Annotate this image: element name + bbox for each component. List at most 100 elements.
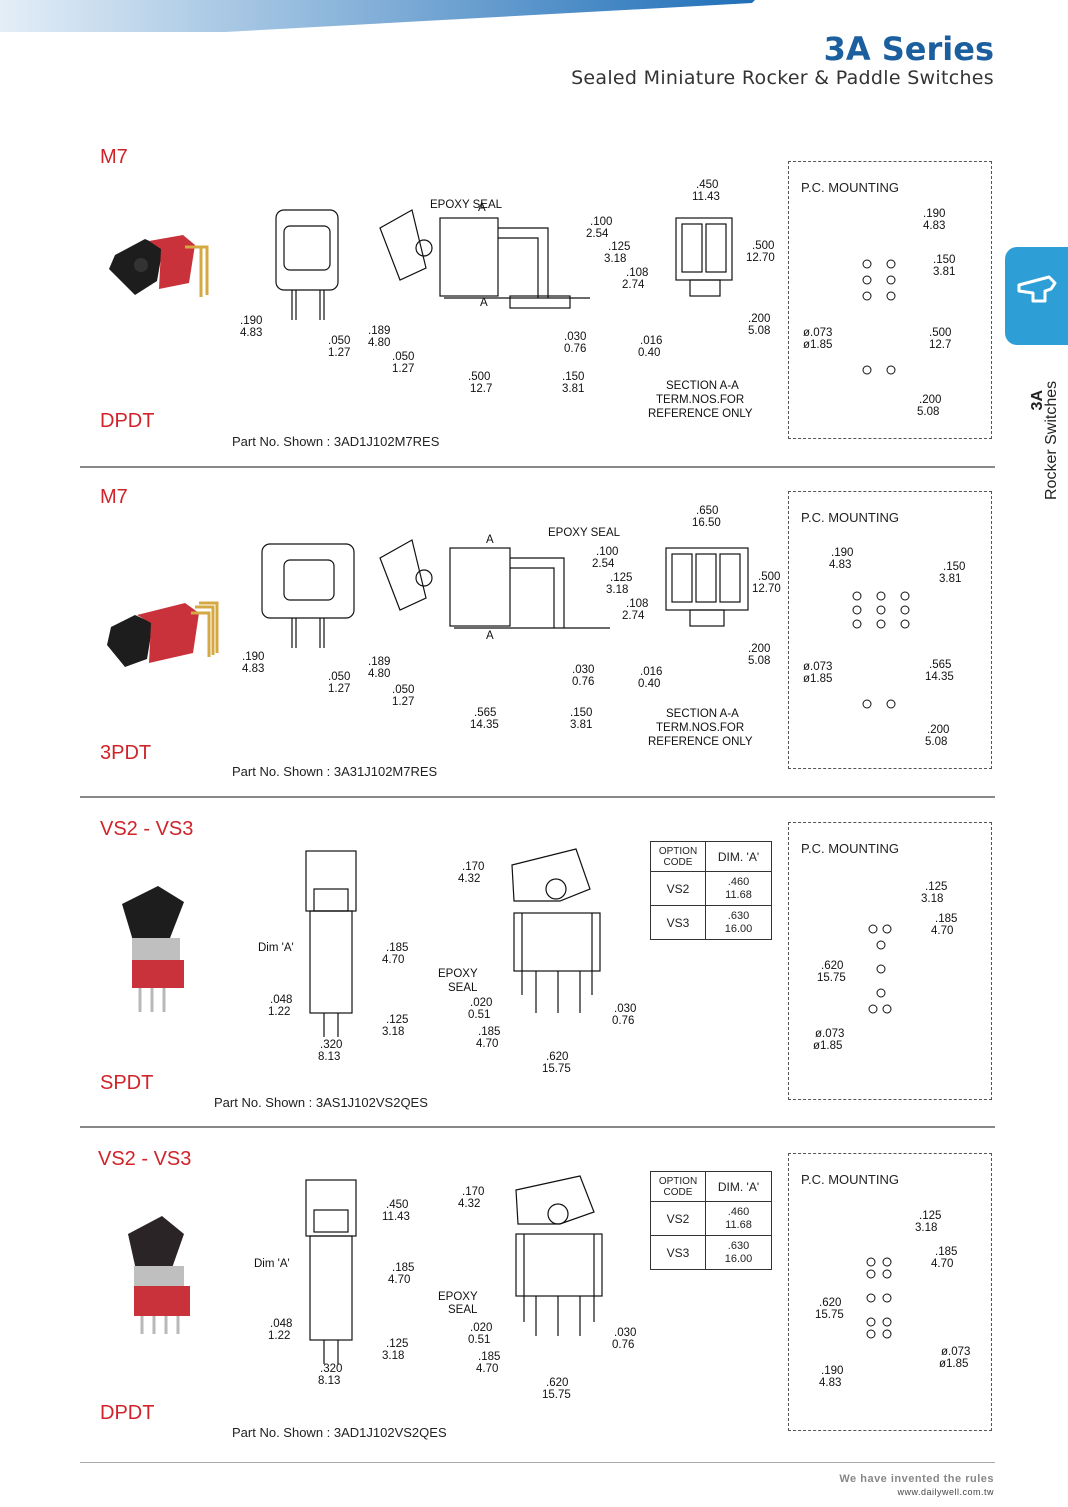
svg-text:ø1.85: ø1.85 bbox=[813, 1040, 842, 1052]
svg-text:.125: .125 bbox=[608, 241, 630, 253]
side-tab[interactable] bbox=[1005, 247, 1068, 345]
dim-epoxy-seal: EPOXY SEAL bbox=[430, 199, 503, 211]
svg-text:.100: .100 bbox=[596, 546, 618, 558]
svg-text:4.70: 4.70 bbox=[388, 1274, 410, 1286]
section2-actuator: M7 bbox=[100, 486, 128, 508]
svg-text:.185: .185 bbox=[935, 913, 957, 925]
svg-text:4.83: 4.83 bbox=[242, 663, 264, 675]
svg-text:3.18: 3.18 bbox=[382, 1350, 404, 1362]
svg-text:REFERENCE ONLY: REFERENCE ONLY bbox=[648, 408, 753, 420]
page-subtitle: Sealed Miniature Rocker & Paddle Switche… bbox=[571, 67, 994, 89]
svg-text:.020: .020 bbox=[470, 1322, 492, 1334]
svg-text:.185: .185 bbox=[478, 1351, 500, 1363]
svg-text:.620: .620 bbox=[546, 1377, 568, 1389]
svg-text:.048: .048 bbox=[270, 994, 292, 1006]
svg-text:4.70: 4.70 bbox=[382, 954, 404, 966]
svg-text:15.75: 15.75 bbox=[542, 1063, 571, 1075]
svg-text:.150: .150 bbox=[943, 561, 965, 573]
svg-text:4.80: 4.80 bbox=[368, 337, 390, 349]
svg-text:.450: .450 bbox=[696, 179, 718, 191]
svg-text:.190: .190 bbox=[923, 208, 945, 220]
svg-text:2.74: 2.74 bbox=[622, 610, 645, 622]
svg-text:3.18: 3.18 bbox=[915, 1222, 937, 1234]
svg-text:.150: .150 bbox=[933, 254, 955, 266]
section3-drawing: Dim 'A' .185 4.70 .048 1.22 .125 3.18 .3… bbox=[258, 848, 636, 1075]
svg-text:.565: .565 bbox=[474, 707, 496, 719]
svg-text:2.54: 2.54 bbox=[586, 228, 609, 240]
svg-text:4.80: 4.80 bbox=[368, 668, 390, 680]
svg-text:16.50: 16.50 bbox=[692, 517, 721, 529]
svg-text:SECTION A-A: SECTION A-A bbox=[666, 708, 739, 720]
section2-part-no: Part No. Shown : 3A31J102M7RES bbox=[232, 764, 438, 779]
svg-text:.020: .020 bbox=[470, 997, 492, 1009]
svg-text:.050: .050 bbox=[392, 351, 414, 363]
svg-text:EPOXY SEAL: EPOXY SEAL bbox=[548, 527, 621, 539]
side-label: 3A Rocker Switches bbox=[1029, 381, 1060, 500]
section1-product-photo bbox=[109, 235, 209, 297]
svg-text:.320: .320 bbox=[320, 1039, 342, 1051]
svg-text:.500: .500 bbox=[752, 240, 774, 252]
svg-text:1.27: 1.27 bbox=[328, 683, 350, 695]
svg-text:.125: .125 bbox=[919, 1210, 941, 1222]
section1-drawing: EPOXY SEAL A A .190 4.83 .050 1.27 .189 … bbox=[240, 179, 775, 420]
svg-text:.200: .200 bbox=[748, 643, 770, 655]
svg-text:.030: .030 bbox=[614, 1327, 636, 1339]
svg-text:TERM.NOS.FOR: TERM.NOS.FOR bbox=[656, 722, 744, 734]
svg-text:15.75: 15.75 bbox=[817, 972, 846, 984]
svg-text:0.40: 0.40 bbox=[638, 347, 660, 359]
svg-text:SEAL: SEAL bbox=[448, 982, 478, 994]
footer-slogan: We have invented the rules bbox=[839, 1473, 994, 1485]
svg-text:.125: .125 bbox=[610, 572, 632, 584]
section4-pc-mounting: P.C. MOUNTING .125 3.18 .185 4.70 .620 1… bbox=[788, 1153, 992, 1431]
svg-text:1.27: 1.27 bbox=[392, 696, 414, 708]
svg-text:.050: .050 bbox=[328, 671, 350, 683]
section2-pole: 3PDT bbox=[100, 742, 152, 764]
svg-text:.100: .100 bbox=[590, 216, 612, 228]
svg-text:14.35: 14.35 bbox=[925, 671, 954, 683]
svg-text:.565: .565 bbox=[929, 659, 951, 671]
footer-url[interactable]: www.dailywell.com.tw bbox=[897, 1487, 994, 1497]
svg-text:8.13: 8.13 bbox=[318, 1375, 340, 1387]
svg-text:0.76: 0.76 bbox=[564, 343, 586, 355]
section4-actuator: VS2 - VS3 bbox=[98, 1148, 192, 1170]
section2-product-photo bbox=[107, 601, 219, 667]
svg-text:12.70: 12.70 bbox=[752, 583, 781, 595]
section2-drawing: EPOXY SEAL A A .190 4.83 .050 1.27 .189 … bbox=[242, 505, 781, 748]
svg-text:3.81: 3.81 bbox=[939, 573, 961, 585]
svg-text:.200: .200 bbox=[748, 313, 770, 325]
section3-pc-mounting: P.C. MOUNTING .125 3.18 .185 4.70 .620 1… bbox=[788, 822, 992, 1100]
svg-text:5.08: 5.08 bbox=[748, 325, 770, 337]
svg-text:3.18: 3.18 bbox=[382, 1026, 404, 1038]
svg-text:.108: .108 bbox=[626, 598, 648, 610]
svg-text:.189: .189 bbox=[368, 656, 390, 668]
svg-text:5.08: 5.08 bbox=[917, 406, 939, 418]
svg-text:A: A bbox=[486, 630, 494, 642]
section3-part-no: Part No. Shown : 3AS1J102VS2QES bbox=[214, 1095, 428, 1110]
divider bbox=[80, 796, 995, 798]
svg-text:.620: .620 bbox=[819, 1297, 841, 1309]
svg-text:12.70: 12.70 bbox=[746, 252, 775, 264]
svg-text:1.27: 1.27 bbox=[392, 363, 414, 375]
svg-text:.016: .016 bbox=[640, 335, 662, 347]
svg-text:4.32: 4.32 bbox=[458, 1198, 480, 1210]
svg-text:1.27: 1.27 bbox=[328, 347, 350, 359]
svg-text:.185: .185 bbox=[478, 1026, 500, 1038]
svg-text:.500: .500 bbox=[929, 327, 951, 339]
svg-text:A: A bbox=[486, 534, 494, 546]
svg-text:11.43: 11.43 bbox=[382, 1211, 410, 1223]
svg-text:0.76: 0.76 bbox=[612, 1015, 634, 1027]
svg-text:.190: .190 bbox=[240, 315, 262, 327]
svg-text:A: A bbox=[478, 202, 486, 214]
svg-text:SEAL: SEAL bbox=[448, 1304, 478, 1316]
svg-text:3.81: 3.81 bbox=[933, 266, 955, 278]
svg-text:.190: .190 bbox=[242, 651, 264, 663]
pc-mounting-title: P.C. MOUNTING bbox=[801, 180, 899, 195]
svg-text:8.13: 8.13 bbox=[318, 1051, 340, 1063]
svg-text:.170: .170 bbox=[462, 861, 484, 873]
section2-pc-mounting: P.C. MOUNTING .190 4.83 .150 3.81 ø.073 … bbox=[788, 491, 992, 769]
svg-text:5.08: 5.08 bbox=[748, 655, 770, 667]
svg-text:4.83: 4.83 bbox=[240, 327, 262, 339]
svg-text:4.70: 4.70 bbox=[931, 925, 953, 937]
svg-text:12.7: 12.7 bbox=[929, 339, 951, 351]
